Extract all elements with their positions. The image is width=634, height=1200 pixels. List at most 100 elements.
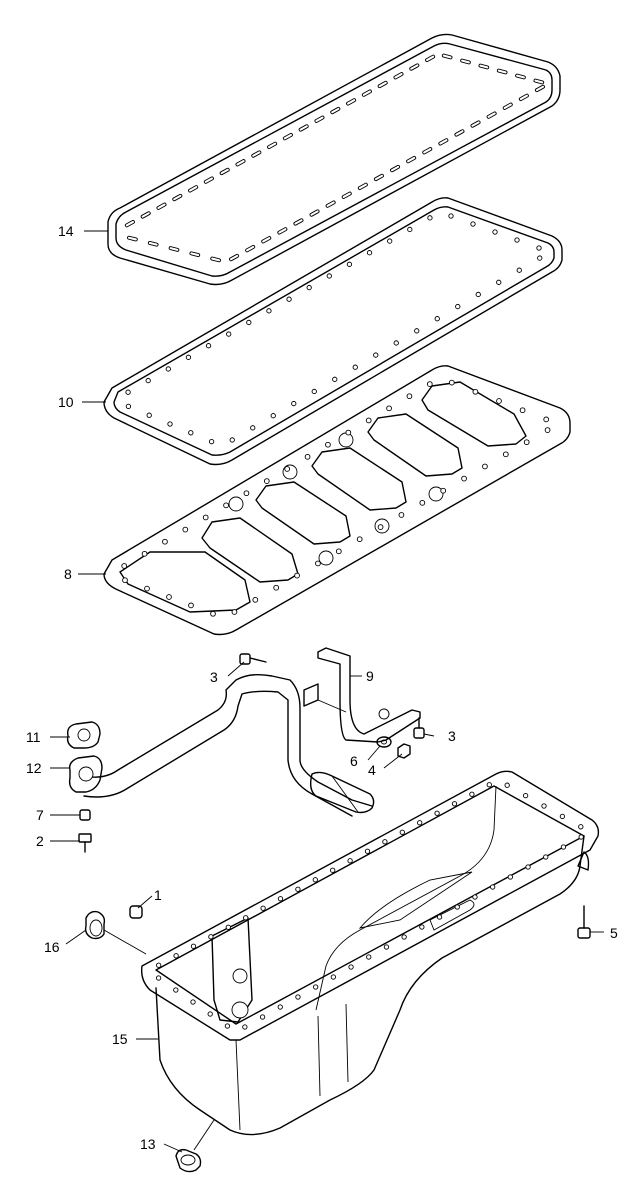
callout-15: 15 [112,1031,128,1047]
bolt-3-lower [413,717,425,739]
bolt-hole [205,343,212,349]
oil-pan-15 [140,770,600,1136]
seal-slot [502,102,513,110]
bolt-hole [270,413,276,419]
seal-slot [460,58,471,65]
bolt-hole [347,858,353,864]
bolt-hole [482,463,488,470]
bolt-hole [229,437,235,443]
bolt-hole [398,512,405,518]
callout-11: 11 [26,729,41,745]
bolt-hole [243,490,250,497]
callout-3-lower: 3 [448,728,456,744]
bolt-hole [325,441,331,448]
seal-slot [277,227,288,235]
bolt-hole [377,524,384,530]
bolt-hole [173,953,179,959]
bolt-hole [312,984,319,990]
bolt-hole [225,924,231,930]
bolt-hole [543,854,549,860]
bolt-hole [146,412,152,418]
bolt-hole [125,403,132,410]
seal-slot [441,53,453,60]
bolt-hole [346,261,353,267]
bracket-9 [303,647,421,743]
bolt-hole [315,560,321,567]
bolt-hole [417,820,423,826]
bolt-hole [273,584,280,591]
seal-slot [534,84,545,93]
bolt-hole [536,245,542,251]
bolt-hole [472,894,478,900]
bolt-hole [231,609,238,615]
nut-4 [397,743,411,759]
bolt-hole [259,1014,266,1020]
drain-plug-13 [175,1148,202,1173]
callout-7: 7 [36,807,44,823]
bolt-hole [507,874,513,880]
bolt-hole [365,417,372,424]
bolt-hole [382,839,388,845]
washer-7 [79,809,91,821]
bolt-hole [504,782,510,788]
bolt-hole [523,439,530,446]
suction-pipe [83,673,375,817]
callout-16: 16 [44,939,60,955]
bolt-hole [348,964,354,970]
bolt-hole [330,867,336,873]
seal-slot [127,235,138,242]
bolt-hole [356,536,363,543]
callout-6: 6 [350,753,358,769]
bolt-hole [451,801,458,807]
callout-14: 14 [58,223,74,239]
callout-9: 9 [366,668,374,684]
washer-6 [376,736,392,748]
seal-slot [357,182,368,190]
seal-slot [203,176,214,184]
bolt-hole [226,331,232,337]
flange-gasket-11 [66,721,101,749]
seal-slot [172,193,183,202]
bolt-hole [419,499,426,506]
seal-slot [309,209,320,217]
bolt-hole [496,279,502,285]
bolt-hole [427,215,433,221]
seal-slot [373,173,384,182]
bolt-hole [246,319,252,326]
callout-13: 13 [140,1136,156,1152]
bolt-hole [366,954,372,960]
bolt-hole [166,594,172,600]
pan-gasket-10 [103,197,563,466]
bolt-hole [306,284,312,291]
bolt-hole [373,352,379,358]
bolt-hole [475,291,481,298]
seal-slot [486,111,497,119]
bolt-hole [250,425,256,431]
bolt-hole [223,502,229,509]
callout-12: 12 [26,760,42,776]
bolt-5 [577,905,591,939]
bolt-hole [243,915,249,921]
bolt-hole [224,1023,231,1029]
bolt-hole [291,400,297,407]
bolt-hole [461,475,467,482]
bolt-hole [165,366,171,372]
seal-slot [409,63,420,71]
bolt-hole [294,572,300,579]
seal-slot [377,80,388,89]
bolt-hole [190,999,196,1005]
seal-slot [470,120,481,128]
bolt-hole [387,238,393,244]
bolt-hole [242,1024,248,1030]
bolt-hole [182,526,189,533]
seal-slot [156,202,167,210]
seal-slot [454,129,465,137]
seal-slot [219,167,230,176]
bolt-hole [434,810,440,816]
seal-slot [330,106,341,115]
callout-5: 5 [610,925,618,941]
bolt-hole [401,934,407,940]
bolt-hole [364,848,371,854]
seal-slot [245,245,256,253]
